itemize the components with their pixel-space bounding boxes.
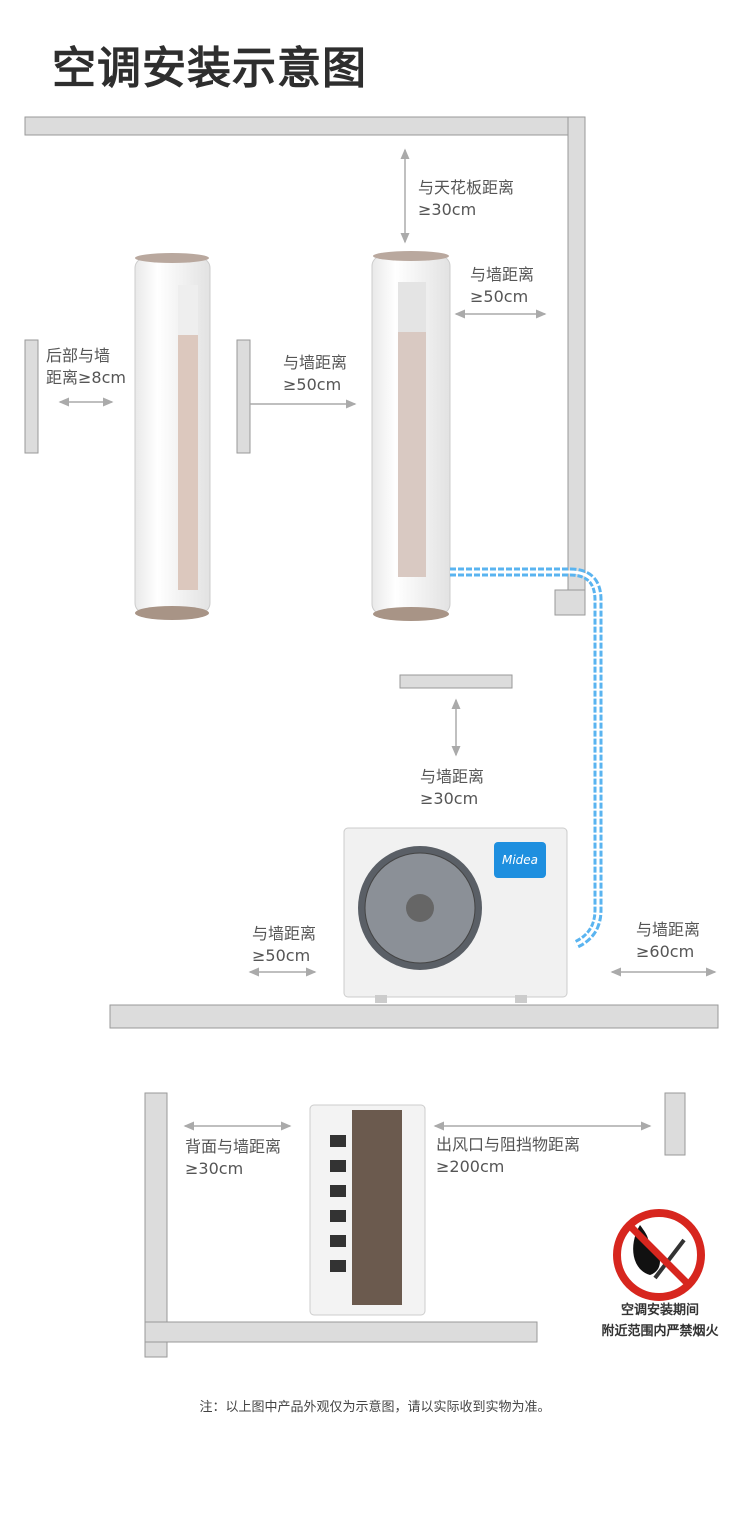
walls [24,116,719,1358]
footnote: 注：以上图中产品外观仅为示意图，请以实际收到实物为准。 [199,1400,551,1415]
label-outdoor-left: 与墙距离≥50cm [252,924,317,965]
indoor-unit-1 [134,253,211,620]
distance-arrows [58,148,717,1131]
label-side-outlet: 出风口与阻挡物距离≥200cm [436,1135,581,1176]
outdoor-unit-side [309,1104,426,1316]
indoor-unit-2 [371,251,451,621]
label-outdoor-right: 与墙距离≥60cm [636,920,701,961]
label-unit2-right: 与墙距离≥50cm [470,265,535,306]
page-title: 空调安装示意图 [52,43,367,94]
label-outdoor-top: 与墙距离≥30cm [420,767,485,808]
label-ceiling: 与天花板距离≥30cm [418,178,515,219]
brand-logo: Midea [494,842,546,878]
label-unit1-back: 后部与墙距离≥8cm [46,346,126,387]
warning-text: 空调安装期间附近范围内严禁烟火 [601,1303,719,1339]
label-unit2-left: 与墙距离≥50cm [283,353,348,394]
no-fire-icon [613,1209,705,1301]
label-side-back: 背面与墙距离≥30cm [185,1137,282,1178]
